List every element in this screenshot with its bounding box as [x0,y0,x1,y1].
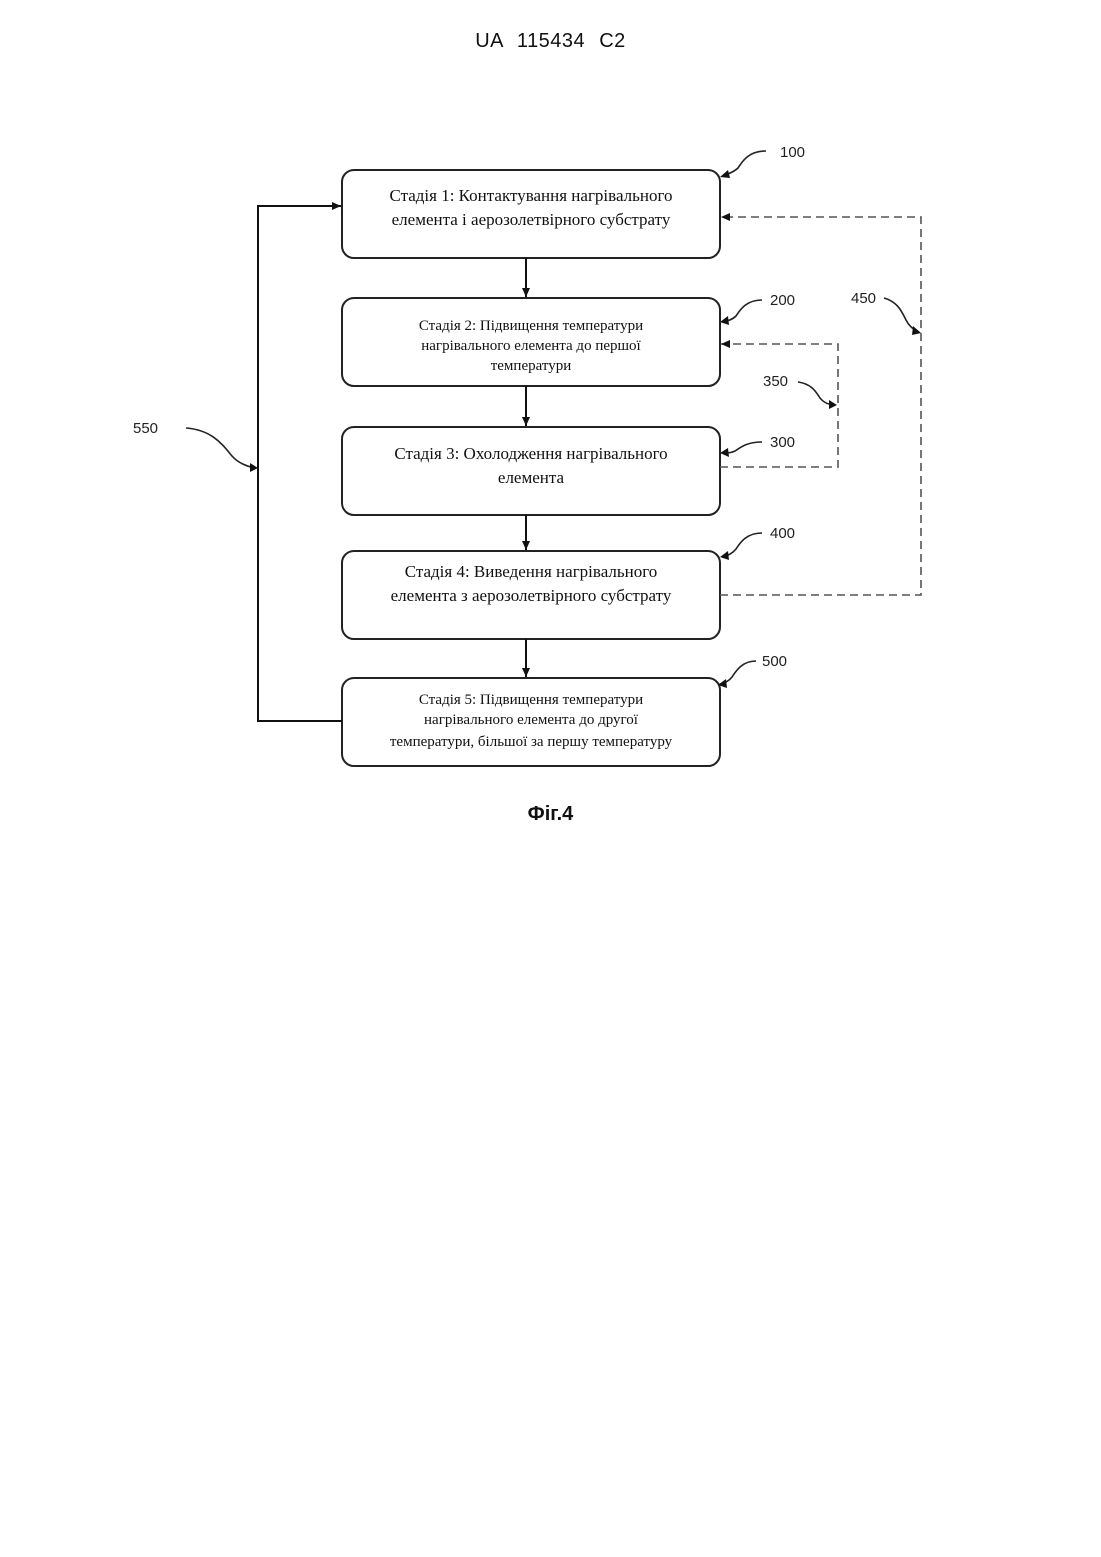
ref-550: 550 [133,420,158,437]
leader-300-tip [720,448,729,457]
flowchart-diagram: Стадія 1: Контактування нагрівального ел… [0,0,1101,800]
stage-2-box: Стадія 2: Підвищення температури нагріва… [342,298,720,386]
leader-350-tip [829,400,837,409]
ref-400: 400 [770,525,795,542]
leader-550 [186,428,256,468]
ref-100: 100 [780,144,805,161]
figure-caption: Фіг.4 [0,803,1101,826]
ref-200: 200 [770,292,795,309]
stage-1-line-2: елемента і аерозолетвірного субстрату [392,210,671,229]
stage-3-line-1: Стадія 3: Охолодження нагрівального [394,444,667,463]
ref-500: 500 [762,653,787,670]
loop-450-dashed-line [720,217,921,595]
stage-5-line-2: нагрівального елемента до другої [424,712,639,728]
stage-3-box: Стадія 3: Охолодження нагрівального елем… [342,427,720,515]
leader-450-tip [912,326,921,335]
stage-4-line-1: Стадія 4: Виведення нагрівального [405,562,658,581]
ref-350: 350 [763,373,788,390]
leader-550-tip [250,463,258,472]
stage-4-box: Стадія 4: Виведення нагрівального елемен… [342,551,720,639]
stage-5-line-3: температури, більшої за першу температур… [390,734,673,750]
ref-450: 450 [851,290,876,307]
leader-200-tip [720,316,729,325]
stage-2-line-2: нагрівального елемента до першої [421,338,641,354]
stage-5-box: Стадія 5: Підвищення температури нагріва… [342,678,720,766]
stage-2-line-1: Стадія 2: Підвищення температури [419,318,643,334]
leader-100-tip [720,170,730,178]
leader-400-tip [720,551,729,560]
stage-5-line-1: Стадія 5: Підвищення температури [419,692,643,708]
leader-100 [723,151,766,176]
stage-3-line-2: елемента [498,468,565,487]
stage-4-line-2: елемента з аерозолетвірного субстрату [391,586,672,605]
stage-1-box: Стадія 1: Контактування нагрівального ел… [342,170,720,258]
stage-2-line-3: температури [491,358,572,374]
stage-1-line-1: Стадія 1: Контактування нагрівального [389,186,672,205]
loop-550-line [258,206,342,721]
ref-300: 300 [770,434,795,451]
